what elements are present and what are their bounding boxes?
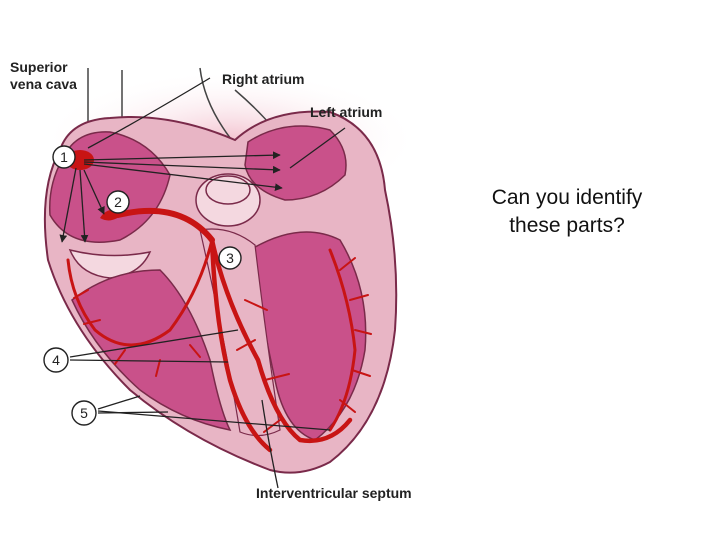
marker-pointer-lines — [69, 329, 331, 431]
question-line-1: Can you identify — [491, 186, 643, 209]
marker-3: 3 — [218, 246, 242, 270]
left-bundle-branch — [209, 237, 353, 444]
marker-1: 1 — [52, 145, 76, 169]
label-right-atrium: Right atrium — [222, 71, 304, 87]
label-superior-vena-cava-line1: Superior — [10, 59, 68, 75]
heart-conduction-diagram: 1 2 3 4 5 Superior vena cava Right atriu… — [10, 59, 420, 501]
marker-4: 4 — [43, 347, 69, 373]
right-ventricle-chamber — [71, 269, 232, 432]
label-left-atrium: Left atrium — [310, 104, 382, 120]
marker-2: 2 — [106, 190, 130, 214]
label-superior-vena-cava-line2: vena cava — [10, 76, 77, 92]
marker-5: 5 — [71, 400, 97, 426]
av-bundle — [115, 207, 215, 243]
label-pointer-lines — [87, 77, 346, 489]
svg-text:5: 5 — [80, 405, 88, 421]
label-interventricular-septum: Interventricular septum — [256, 485, 412, 501]
marker-1-arrows — [59, 151, 283, 243]
svg-text:4: 4 — [52, 352, 60, 368]
question-line-2: these parts? — [509, 214, 625, 237]
svg-text:3: 3 — [226, 250, 234, 266]
right-bundle-branch — [209, 237, 273, 453]
question-prompt: Can you identify these parts? — [462, 184, 672, 240]
svg-text:2: 2 — [114, 194, 122, 210]
left-atrium-chamber — [244, 125, 347, 201]
svg-text:1: 1 — [60, 149, 68, 165]
